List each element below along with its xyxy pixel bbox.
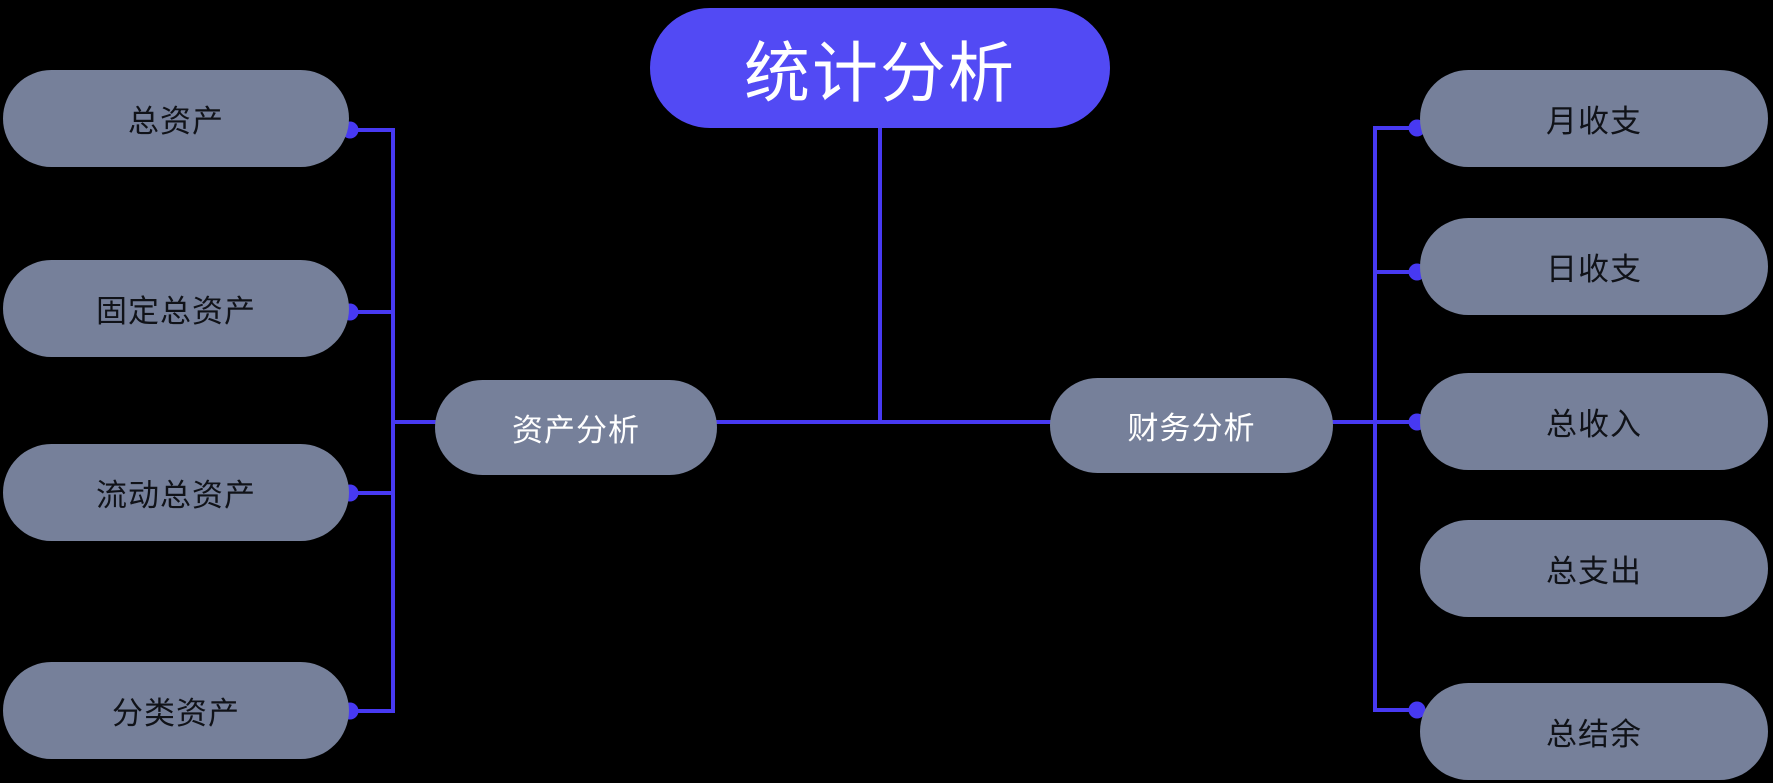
node-current-total-assets[interactable]: 流动总资产 bbox=[3, 444, 349, 541]
node-current-total-assets-label: 流动总资产 bbox=[96, 478, 256, 513]
node-fixed-total-assets-label: 固定总资产 bbox=[96, 294, 256, 329]
node-finance-analysis-label: 财务分析 bbox=[1127, 411, 1256, 446]
node-monthly-income-expense[interactable]: 月收支 bbox=[1420, 70, 1768, 167]
node-asset-analysis[interactable]: 资产分析 bbox=[435, 380, 717, 475]
connector-elbow-right bbox=[1373, 126, 1419, 712]
node-monthly-income-expense-label: 月收支 bbox=[1546, 104, 1642, 139]
node-total-expense[interactable]: 总支出 bbox=[1420, 520, 1768, 617]
node-statistics-analysis[interactable]: 统计分析 bbox=[650, 8, 1110, 128]
node-finance-analysis[interactable]: 财务分析 bbox=[1050, 378, 1333, 473]
node-daily-income-expense[interactable]: 日收支 bbox=[1420, 218, 1768, 315]
node-daily-income-expense-label: 日收支 bbox=[1546, 252, 1642, 287]
node-fixed-total-assets[interactable]: 固定总资产 bbox=[3, 260, 349, 357]
node-total-assets-label: 总资产 bbox=[128, 104, 224, 139]
connector-elbow-left bbox=[348, 128, 395, 713]
node-total-expense-label: 总支出 bbox=[1546, 554, 1642, 589]
node-statistics-analysis-label: 统计分析 bbox=[744, 36, 1016, 110]
node-categorized-assets[interactable]: 分类资产 bbox=[3, 662, 349, 759]
node-total-balance-label: 总结余 bbox=[1546, 717, 1642, 752]
node-total-assets[interactable]: 总资产 bbox=[3, 70, 349, 167]
expander-dot-total-balance[interactable] bbox=[1408, 701, 1426, 719]
node-total-income-label: 总收入 bbox=[1546, 407, 1642, 442]
node-asset-analysis-label: 资产分析 bbox=[512, 413, 640, 448]
node-categorized-assets-label: 分类资产 bbox=[112, 696, 240, 731]
node-total-income[interactable]: 总收入 bbox=[1420, 373, 1768, 470]
node-total-balance[interactable]: 总结余 bbox=[1420, 683, 1768, 780]
